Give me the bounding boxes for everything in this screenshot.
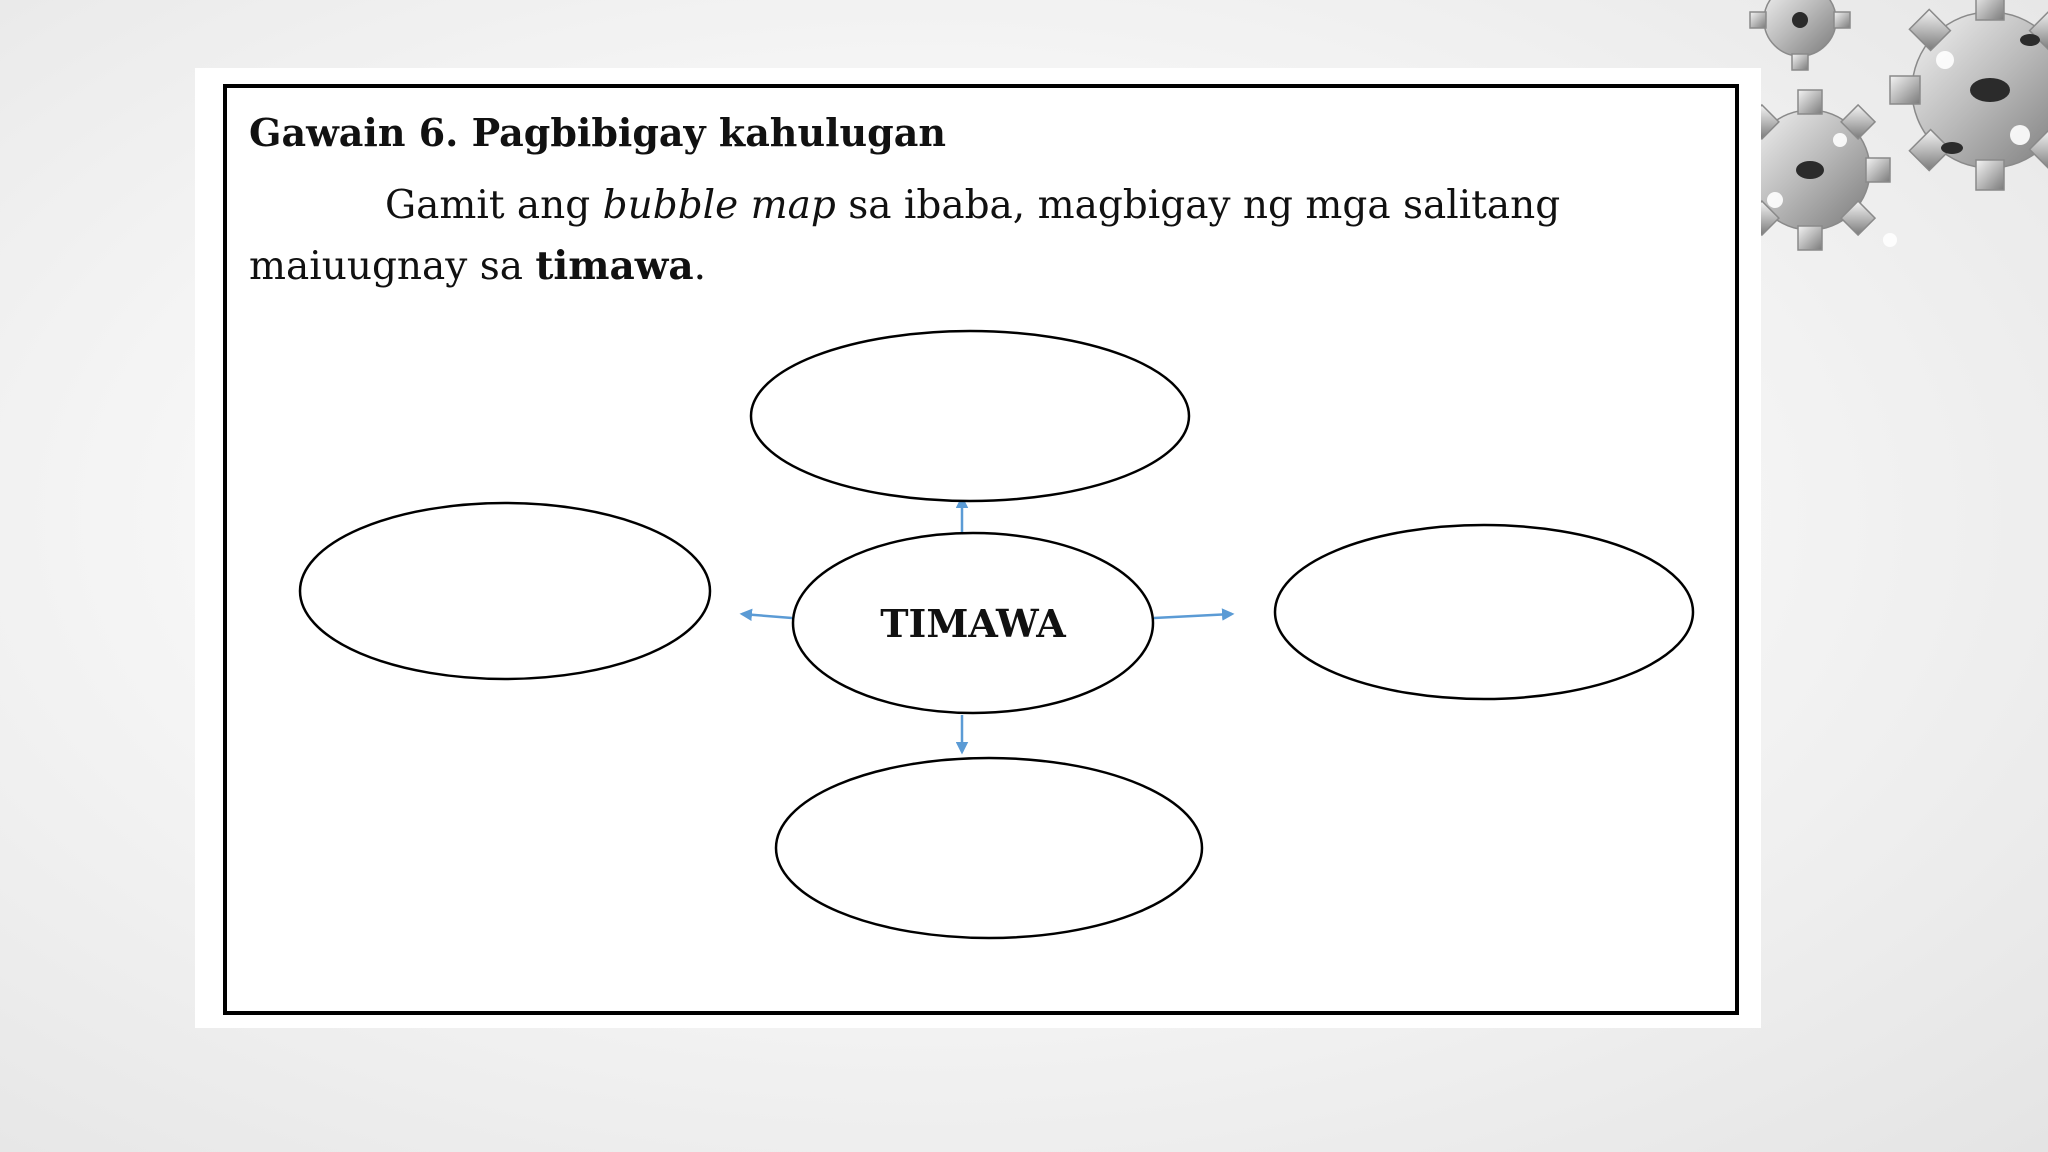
activity-frame: Gawain 6. Pagbibigay kahulugan Gamit ang…: [223, 84, 1739, 1015]
arrow-to-left: [739, 608, 793, 622]
activity-title: Gawain 6. Pagbibigay kahulugan: [249, 110, 946, 155]
slide-card: Gawain 6. Pagbibigay kahulugan Gamit ang…: [195, 68, 1761, 1028]
center-label: TIMAWA: [880, 601, 1066, 646]
instruction-text-1: Gamit ang: [385, 183, 603, 228]
activity-instructions: Gamit ang bubble map sa ibaba, magbigay …: [249, 176, 1679, 297]
bubble-center: [791, 531, 1155, 715]
bubble-left: [298, 501, 712, 681]
bubble-map: TIMAWA: [298, 329, 1695, 940]
instruction-bold: timawa: [535, 243, 694, 289]
gears-icon: [1729, 0, 2048, 251]
bubble-top: [749, 329, 1191, 503]
instruction-text-2: sa ibaba, magbigay ng mga salitang maiuu…: [249, 183, 1561, 289]
arrow-to-right: [1153, 608, 1235, 621]
bubble-bottom: [774, 756, 1204, 940]
instruction-italic: bubble map: [602, 183, 836, 228]
instruction-end: .: [693, 244, 706, 289]
bubble-right: [1273, 523, 1695, 701]
